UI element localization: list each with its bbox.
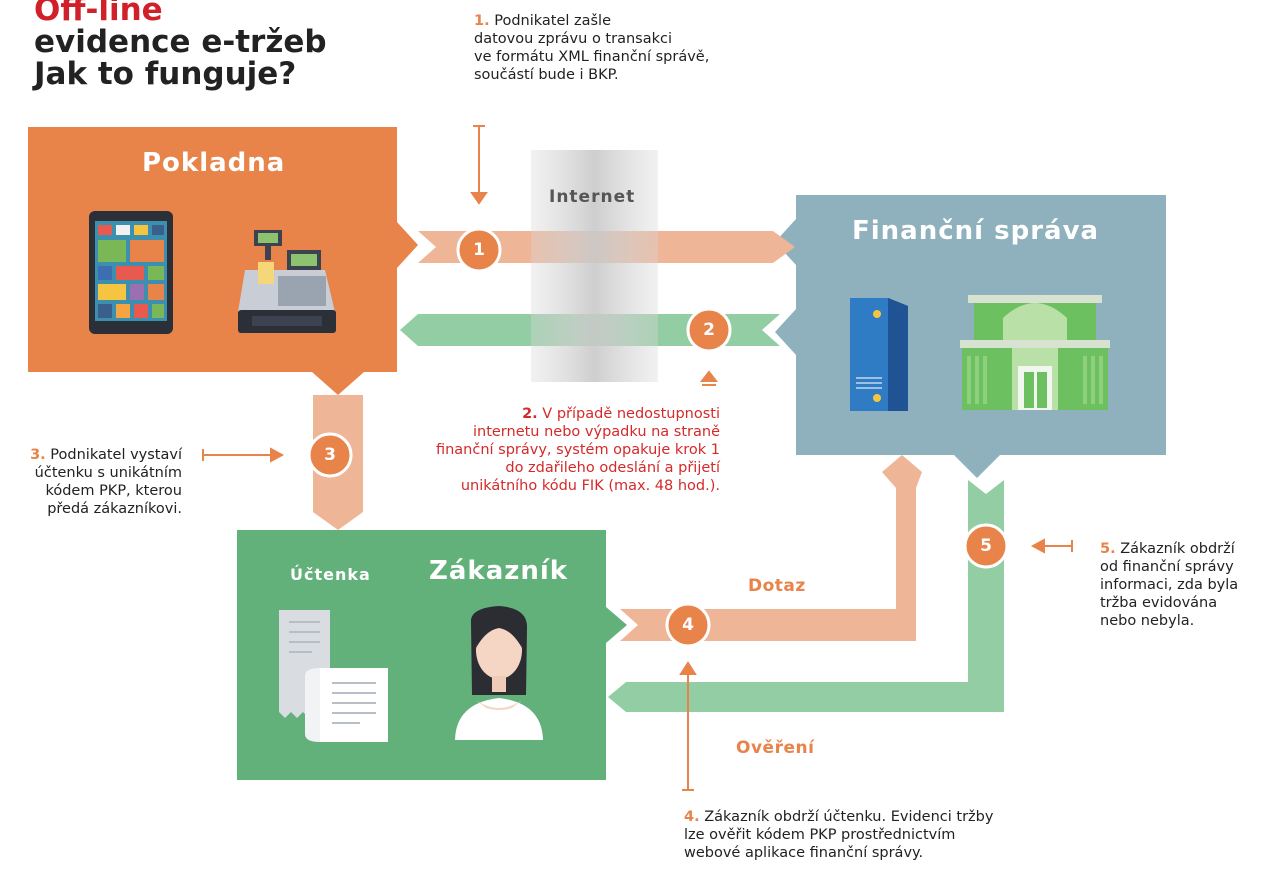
step-4-circle bbox=[665, 602, 711, 648]
receipt-icon bbox=[279, 610, 388, 742]
note-1-line-2: datovou zprávu o transakci bbox=[474, 31, 672, 47]
overeni-label: Ověření bbox=[736, 738, 815, 758]
note-3-line-4: předá zákazníkovi. bbox=[47, 501, 182, 517]
note-step-3: 3. Podnikatel vystaví účtenku s unikátní… bbox=[30, 446, 182, 518]
zakaznik-label: Zákazník bbox=[429, 556, 569, 586]
note-5-line-4: tržba evidována bbox=[1100, 595, 1218, 611]
note-2-line-5: unikátního kódu FIK (max. 48 hod.). bbox=[460, 478, 720, 494]
pointer-arrowhead-3 bbox=[270, 447, 285, 463]
note-4-line-2: lze ověřit kódem PKP prostřednictvím bbox=[684, 827, 956, 843]
step-5-circle bbox=[963, 523, 1009, 569]
pointer-arrowhead-5 bbox=[1030, 538, 1045, 554]
note-4-line-3: webové aplikace finanční správy. bbox=[684, 845, 924, 861]
arrow-step-4 bbox=[620, 455, 922, 641]
server-icon bbox=[850, 298, 908, 411]
note-step-2: 2. V případě nedostupnosti internetu neb… bbox=[436, 405, 720, 495]
internet-label: Internet bbox=[549, 187, 636, 207]
note-5-line-3: informaci, zda byla bbox=[1100, 577, 1239, 593]
note-1-number: 1. bbox=[474, 13, 490, 29]
pointer-arrowhead-2 bbox=[699, 370, 719, 382]
title-line-2: evidence e-tržeb bbox=[34, 24, 327, 60]
note-3-line-2: účtenku s unikátním bbox=[34, 465, 182, 481]
uctenka-label: Účtenka bbox=[290, 565, 371, 584]
dotaz-label: Dotaz bbox=[748, 576, 806, 596]
step-3-number: 3 bbox=[324, 445, 336, 465]
note-2-line-3: finanční správy, systém opakuje krok 1 bbox=[435, 442, 720, 458]
note-4-line-1: Zákazník obdrží účtenku. Evidenci tržby bbox=[704, 809, 994, 825]
note-3-line-1: Podnikatel vystaví bbox=[50, 447, 182, 463]
note-5-line-5: nebo nebyla. bbox=[1100, 613, 1195, 629]
note-2-line-4: do zdařileho odeslání a přijetí bbox=[505, 460, 720, 476]
note-3-number: 3. bbox=[30, 447, 46, 463]
note-5-number: 5. bbox=[1100, 541, 1116, 557]
note-step-5: 5. Zákazník obdrží od finanční správy in… bbox=[1100, 540, 1238, 630]
note-3-line-3: kódem PKP, kterou bbox=[45, 483, 182, 499]
customer-woman-icon bbox=[455, 606, 543, 740]
tablet-icon bbox=[89, 211, 173, 334]
step-2-circle bbox=[686, 307, 732, 353]
pokladna-label: Pokladna bbox=[142, 148, 286, 178]
note-step-4: 4. Zákazník obdrží účtenku. Evidenci trž… bbox=[684, 808, 993, 862]
note-5-line-1: Zákazník obdrží bbox=[1120, 541, 1235, 557]
step-5-number: 5 bbox=[980, 536, 992, 556]
financni-sprava-label: Finanční správa bbox=[852, 216, 1100, 246]
step-1-circle bbox=[456, 227, 502, 273]
step-1-number: 1 bbox=[473, 240, 485, 260]
title-line-1: Off-line bbox=[34, 0, 163, 28]
note-4-number: 4. bbox=[684, 809, 700, 825]
pointer-arrowhead-4 bbox=[679, 661, 697, 675]
building-icon bbox=[960, 295, 1110, 410]
step-3-circle bbox=[307, 432, 353, 478]
step-2-number: 2 bbox=[703, 320, 715, 340]
note-1-line-3: ve formátu XML finanční správě, bbox=[474, 49, 710, 65]
note-1-line-4: součástí bude i BKP. bbox=[474, 67, 619, 83]
pointer-arrowhead-1 bbox=[470, 192, 488, 205]
note-2-line-1: V případě nedostupnosti bbox=[542, 406, 720, 422]
internet-band bbox=[531, 150, 658, 382]
note-2-number: 2. bbox=[522, 406, 538, 422]
cash-register-icon bbox=[238, 230, 336, 333]
note-step-1: 1. Podnikatel zašle datovou zprávu o tra… bbox=[474, 12, 709, 84]
note-2-line-2: internetu nebo výpadku na straně bbox=[472, 424, 720, 440]
note-1-line-1: Podnikatel zašle bbox=[494, 13, 612, 29]
note-5-line-2: od finanční správy bbox=[1100, 559, 1234, 575]
arrow-step-5 bbox=[608, 480, 1004, 712]
title-line-3: Jak to funguje? bbox=[34, 56, 297, 92]
page-title: Off-line evidence e-tržeb Jak to funguje… bbox=[34, 0, 327, 90]
step-4-number: 4 bbox=[682, 615, 694, 635]
